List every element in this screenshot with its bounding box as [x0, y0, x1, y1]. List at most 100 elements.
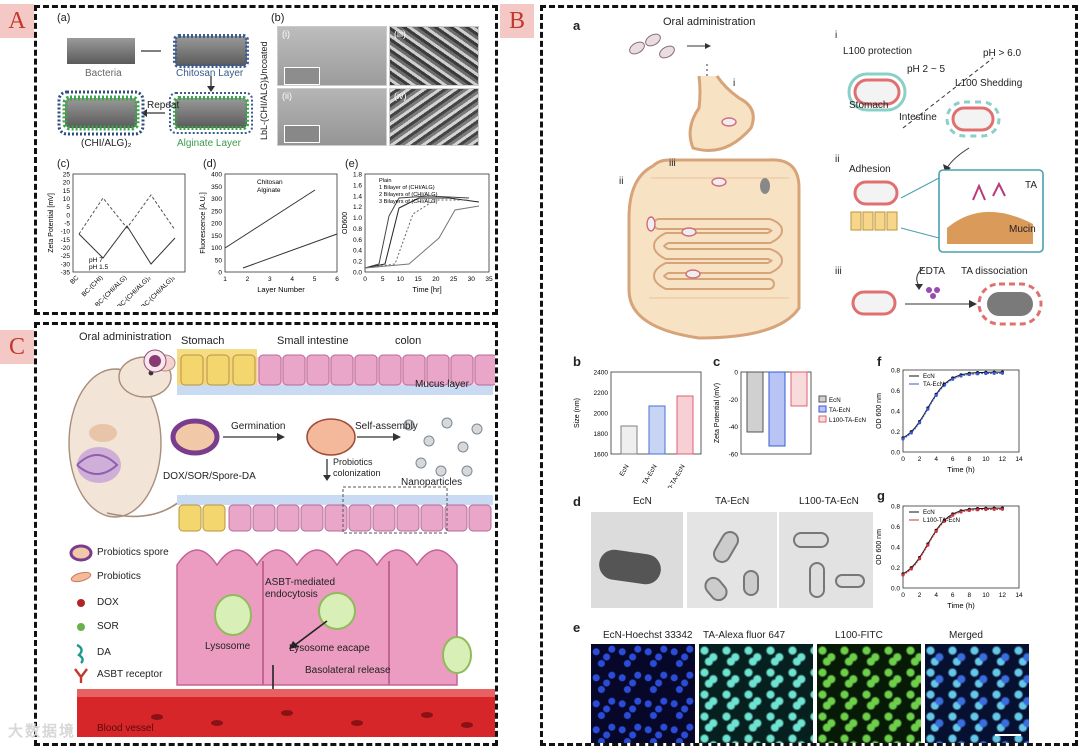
legend-markers-c [69, 544, 93, 683]
y-tick-label: 0.8 [891, 504, 900, 511]
tem-image-ta-ecn [687, 512, 777, 608]
tem-label-ta-ecn: TA-EcN [715, 496, 750, 507]
y-tick-label: -25 [61, 253, 71, 260]
tem-image-l100 [779, 512, 873, 608]
size-bar [648, 405, 666, 455]
y-tick-label: 0.6 [891, 524, 900, 531]
label-gut-ii: ii [619, 176, 624, 187]
y-tick-label: 300 [211, 196, 222, 203]
x-tick-label: 4 [290, 276, 294, 283]
y-tick-label: 50 [215, 257, 223, 264]
label-c-lysosome: Lysosome [205, 641, 251, 652]
x-tick-label: 0 [363, 276, 367, 283]
label-b-stomach: Stomach [849, 100, 889, 111]
label-gut-iii: iii [669, 158, 676, 169]
y-axis-label: Zeta Potential (mV) [714, 383, 721, 443]
label-c-lysosome-escape: Lysosome eacape [289, 643, 370, 654]
x-tick-label: 6 [335, 276, 339, 283]
x-tick-label: 10 [397, 276, 405, 283]
label-c-dox-sor: DOX/SOR/Spore-DA [163, 471, 256, 482]
watermark-logo: 大数据境 [8, 723, 77, 740]
growth-point [975, 372, 980, 376]
fluor-image-blue [591, 644, 695, 743]
nanoparticle-cluster [403, 417, 483, 477]
fluor-image-merged [925, 644, 1029, 743]
x-tick-label: 8 [967, 592, 971, 599]
legend-entry: Plain [379, 178, 391, 184]
legend-entry: 1 Bilayer of (CHI/ALG) [379, 185, 435, 191]
growth-point [934, 393, 938, 398]
category-label: BC-(CHI) [81, 274, 105, 298]
legend-swatch [818, 405, 827, 413]
series-ph7 [78, 194, 176, 235]
y-tick-label: 0.0 [353, 270, 362, 277]
fluor-image-green [817, 644, 921, 743]
growth-point [917, 421, 922, 425]
label-b-b: b [573, 354, 581, 369]
y-tick-label: 0.4 [891, 545, 900, 552]
y-tick-label: 0 [218, 270, 222, 277]
y-tick-label: 0.6 [891, 388, 900, 395]
legend-ph7: pH 7 [89, 257, 103, 264]
label-b-step-i: i [835, 30, 838, 41]
label-ta: TA [1025, 180, 1038, 191]
fluor-label-alexa: TA-Alexa fluor 647 [703, 630, 786, 641]
label-c-small-intestine: Small intestine [277, 335, 349, 347]
series-ph15 [78, 225, 176, 265]
y-tick-label: 25 [63, 172, 71, 179]
label-ph-high: pH > 6.0 [983, 48, 1022, 59]
x-tick-label: 12 [999, 592, 1007, 599]
label-b-e: e [573, 620, 581, 635]
y-tick-label: 1600 [594, 452, 609, 459]
label-a-b: (b) [271, 12, 285, 24]
y-tick-label: 5 [66, 204, 70, 211]
fluor-image-cyan [699, 644, 813, 743]
label-c-asbt: ASBT-mediated endocytosis [265, 577, 336, 600]
y-tick-label: 0.4 [353, 248, 362, 255]
legend-sor: SOR [97, 621, 119, 632]
zeta-bar [790, 371, 808, 407]
label-adhesion: Adhesion [849, 164, 891, 175]
size-bar [676, 395, 694, 455]
x-tick-label: 0 [901, 592, 905, 599]
x-tick-label: 35 [485, 276, 493, 283]
growth-point [1000, 507, 1005, 511]
x-tick-label: 10 [982, 456, 990, 463]
label-c-oral: Oral administration [79, 331, 172, 343]
y-tick-label: -30 [61, 261, 71, 268]
growth-point [942, 519, 947, 523]
spore-germination [170, 418, 401, 481]
y-tick-label: 400 [211, 172, 222, 179]
em-image-ii: (ii) [277, 88, 387, 146]
x-tick-label: 5 [313, 276, 317, 283]
series-alginate [242, 233, 338, 269]
y-tick-label: 0 [734, 370, 738, 377]
y-tick-label: 250 [211, 208, 222, 215]
x-tick-label: 6 [951, 592, 955, 599]
legend-probiotics: Probiotics [97, 571, 141, 582]
x-tick-label: 5 [381, 276, 385, 283]
y-tick-label: -20 [61, 245, 71, 252]
growth-point [992, 371, 996, 375]
label-ta-dissociation: TA dissociation [961, 266, 1028, 277]
category-label: EcN [619, 463, 631, 477]
panel-c-illustration [68, 349, 495, 737]
mouse-illustration [68, 349, 188, 518]
growth-point [934, 529, 938, 534]
x-axis-label: Time [hr] [412, 285, 441, 294]
size-bar [620, 425, 638, 455]
zeta-bar [746, 371, 764, 433]
label-b-f: f [877, 354, 882, 369]
category-label: BC [69, 274, 81, 286]
gut-illustration [627, 33, 801, 340]
y-tick-label: -5 [64, 221, 70, 228]
y-tick-label: 0.6 [353, 237, 362, 244]
label-a-d: (d) [203, 158, 217, 170]
y-axis-label: Size (nm) [574, 398, 581, 428]
x-tick-label: 2 [918, 592, 922, 599]
label-b-c: c [713, 354, 721, 369]
